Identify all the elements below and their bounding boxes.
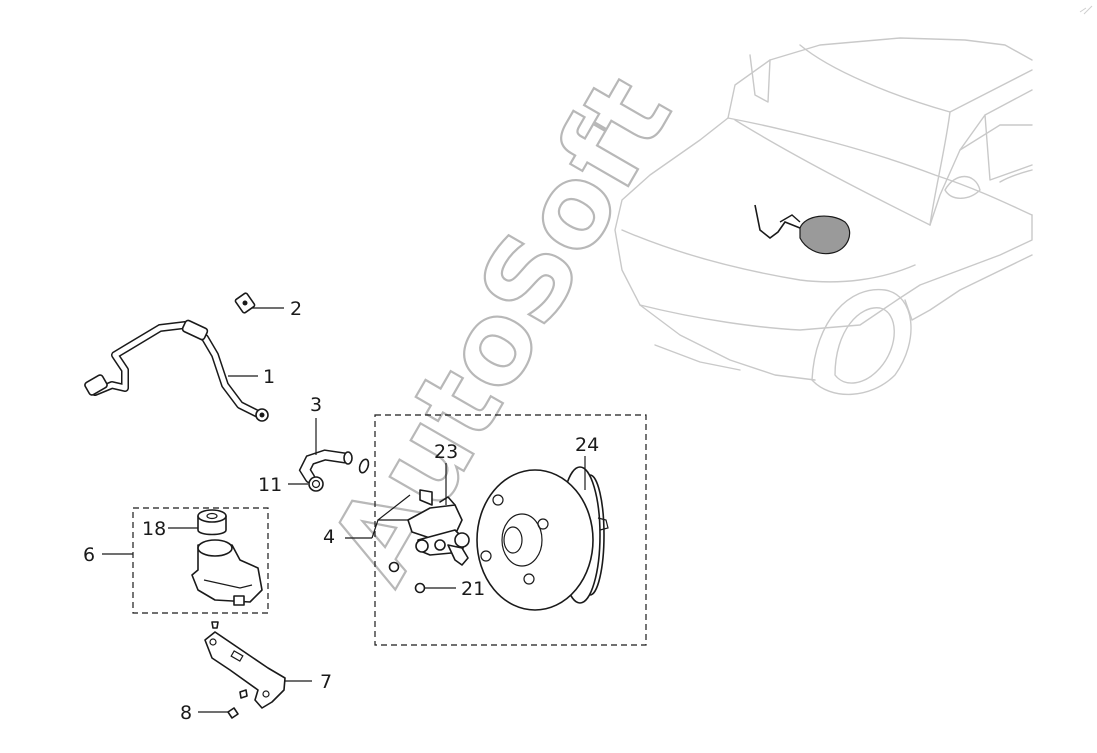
reservoir-bracket-part (204, 631, 286, 709)
callout-21: 21 (461, 578, 485, 600)
vehicle-outline (614, 37, 1033, 396)
corner-mark (1079, 5, 1093, 15)
callout-18: 18 (142, 518, 166, 540)
vacuum-sensor-part (234, 292, 256, 314)
leader-lines (102, 307, 586, 713)
callout-6: 6 (83, 544, 95, 566)
reservoir-cap-part (197, 509, 227, 536)
callout-23: 23 (434, 441, 458, 463)
callout-4: 4 (323, 526, 335, 548)
vacuum-hose-part (84, 319, 269, 422)
bracket-bolt-part (227, 707, 239, 719)
vehicle-brake-location (754, 204, 851, 255)
callout-1: 1 (263, 366, 275, 388)
short-hose-part (298, 449, 370, 484)
callout-2: 2 (290, 298, 302, 320)
callouts: 1 2 3 11 18 6 4 23 24 21 7 8 (83, 298, 599, 724)
callout-3: 3 (310, 394, 322, 416)
brake-booster-part (476, 466, 609, 611)
master-cylinder-nut-part (388, 561, 426, 594)
booster-group-frame (374, 414, 647, 646)
hose-clamp-part (308, 476, 324, 492)
master-cylinder-part (407, 489, 470, 566)
small-bolt-parts (211, 621, 248, 699)
callout-8: 8 (180, 702, 192, 724)
callout-7: 7 (320, 671, 332, 693)
callout-24: 24 (575, 434, 599, 456)
fluid-reservoir-part (191, 539, 263, 606)
callout-11: 11 (258, 474, 282, 496)
